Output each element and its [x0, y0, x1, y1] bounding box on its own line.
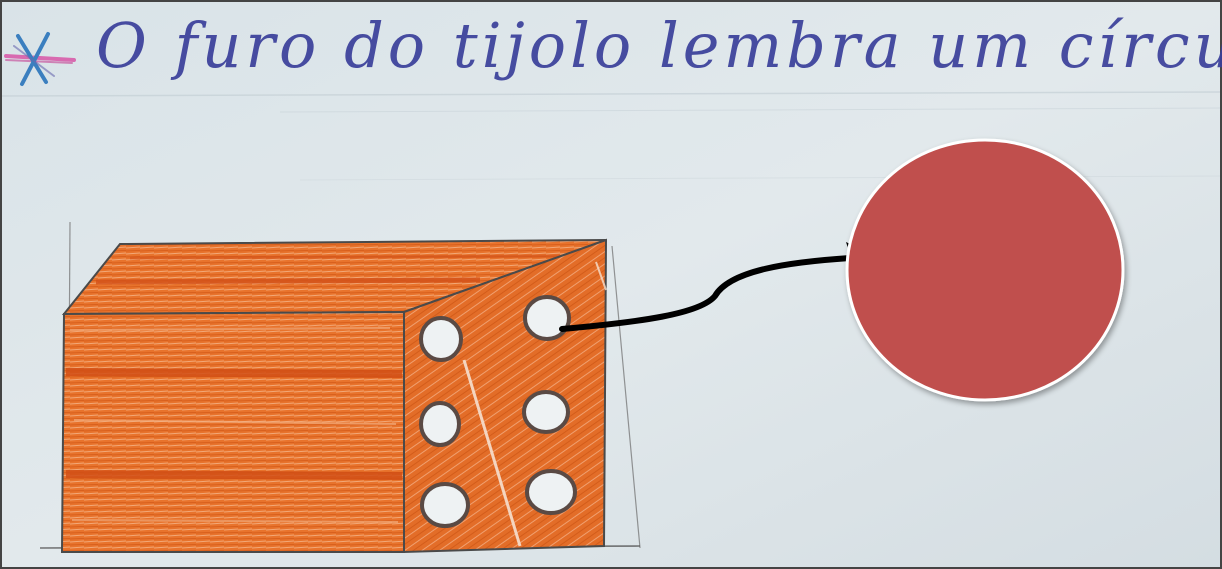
brick-hole — [525, 469, 577, 515]
mortar-line — [65, 368, 403, 378]
handwritten-caption: O furo do tijolo lembra um círculo. — [96, 9, 1222, 82]
red-circle-shape — [845, 138, 1125, 402]
brick-hole — [419, 401, 461, 447]
brick-hole — [419, 316, 463, 362]
mortar-line — [65, 470, 403, 480]
arrow-connector — [559, 255, 853, 332]
brick-hole — [420, 482, 470, 528]
notebook-rule-line — [0, 91, 1222, 97]
notebook-rule-line — [279, 107, 1222, 113]
pencil-guide-line — [611, 245, 641, 549]
brick-front-face — [60, 310, 405, 553]
brick-hole — [522, 390, 570, 434]
brick-hole — [523, 295, 571, 341]
star-bullet-icon — [4, 32, 76, 86]
brick-holes — [419, 295, 577, 528]
